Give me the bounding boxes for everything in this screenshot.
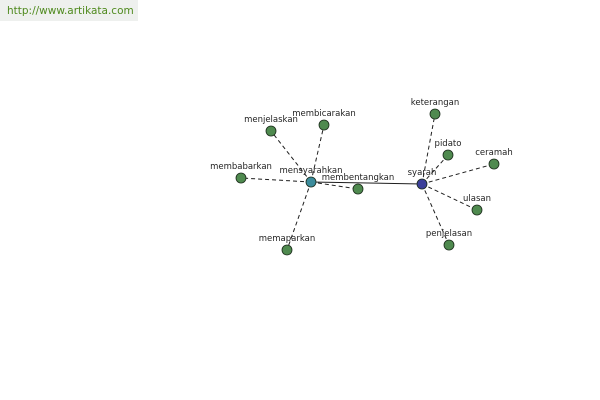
edge-hub-memaparkan (286, 181, 312, 251)
edge-hub-menjelaskan (270, 130, 312, 183)
node-penjelasan[interactable] (443, 239, 455, 251)
node-membentangkan[interactable] (352, 183, 364, 195)
node-ceramah[interactable] (488, 158, 500, 170)
edge-root-ulasan (421, 183, 478, 211)
node-membabarkan[interactable] (235, 172, 247, 184)
label-menjelaskan[interactable]: menjelaskan (244, 115, 298, 125)
edge-hub-root (310, 181, 423, 185)
node-root-syarah[interactable] (416, 178, 428, 190)
node-membicarakan[interactable] (318, 119, 330, 131)
node-hub-mensyarahkan[interactable] (305, 176, 317, 188)
node-pidato[interactable] (442, 149, 454, 161)
edge-hub-membabarkan (240, 177, 312, 183)
label-ceramah[interactable]: ceramah (475, 148, 512, 158)
label-penjelasan[interactable]: penjelasan (426, 229, 472, 239)
label-hub[interactable]: mensyarahkan (279, 166, 342, 176)
node-keterangan[interactable] (429, 108, 441, 120)
node-memaparkan[interactable] (281, 244, 293, 256)
label-root[interactable]: syarah (408, 168, 437, 178)
label-ulasan[interactable]: ulasan (463, 194, 491, 204)
node-menjelaskan[interactable] (265, 125, 277, 137)
edge-hub-membicarakan (310, 124, 325, 183)
label-membicarakan[interactable]: membicarakan (292, 109, 356, 119)
label-membentangkan[interactable]: membentangkan (322, 173, 395, 183)
label-keterangan[interactable]: keterangan (411, 98, 460, 108)
edge-root-keterangan (421, 113, 436, 185)
edge-hub-membentangkan (310, 181, 359, 190)
graph-edges (240, 113, 495, 251)
node-ulasan[interactable] (471, 204, 483, 216)
label-membabarkan[interactable]: membabarkan (210, 162, 272, 172)
label-memaparkan[interactable]: memaparkan (259, 234, 315, 244)
label-pidato[interactable]: pidato (435, 139, 462, 149)
graph-nodes (235, 108, 500, 256)
url-banner-link[interactable]: http://www.artikata.com (0, 0, 138, 21)
edge-root-ceramah (421, 163, 495, 185)
